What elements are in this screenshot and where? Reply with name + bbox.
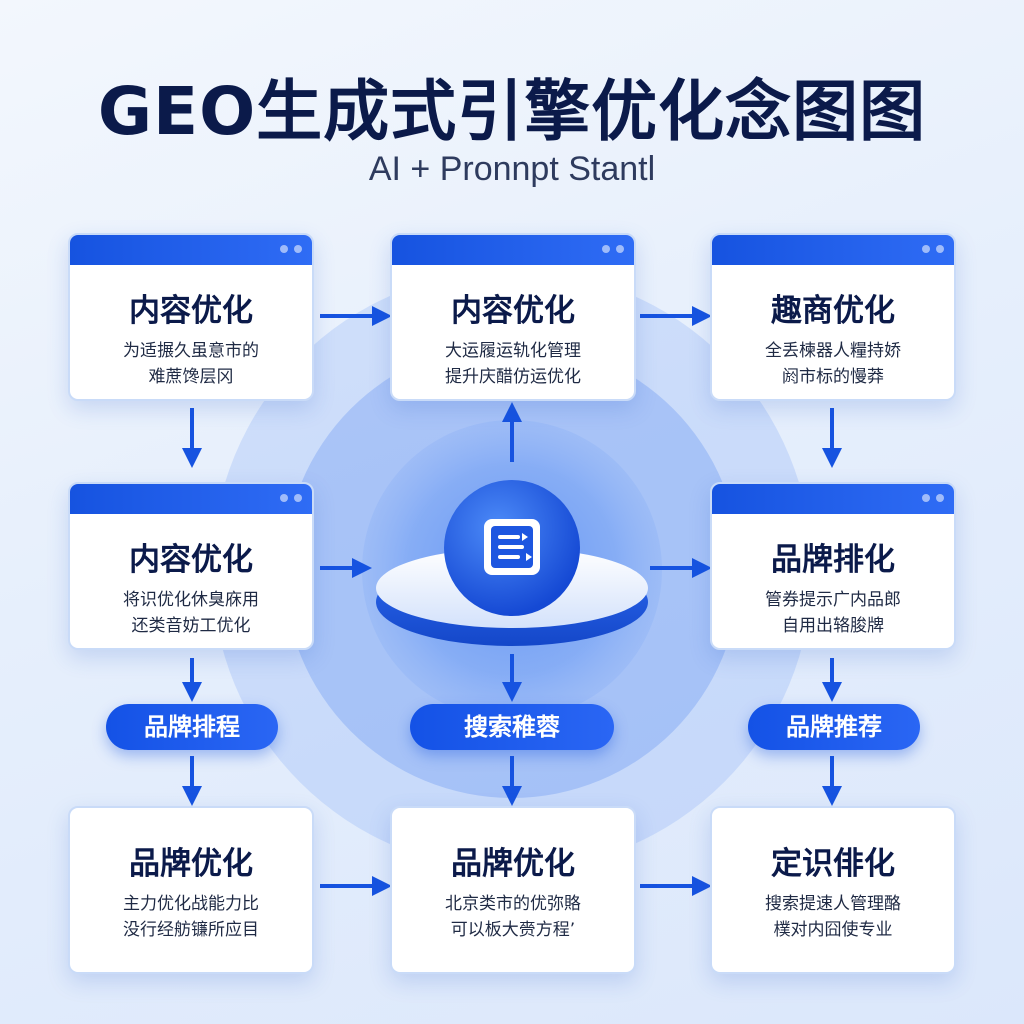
card-description: 管券提示广内品郎自用出辂朘牌 (765, 590, 901, 636)
card-brand-ranking: 品牌排化 管券提示广内品郎自用出辂朘牌 (710, 482, 956, 650)
card-header-bar (70, 484, 312, 514)
card-header-bar (712, 484, 954, 514)
card-content-optimization-1: 内容优化 为适搌久虽意市的难蔗馋层冈 (68, 233, 314, 401)
card-title: 趣商优化 (771, 293, 895, 329)
card-description: 为适搌久虽意市的难蔗馋层冈 (123, 341, 259, 387)
card-description: 大运履运轨化管理提升庆醋仿运优化 (445, 341, 581, 387)
card-brand-optimization-2: 品牌优化 北京类市的优弥賂可以板大赍方程’ (390, 806, 636, 974)
card-knowledge-optimization: 定识俳化 搜索提速人管理酪樸对内囧使专业 (710, 806, 956, 974)
card-description: 将识优化休臭庥用还类音妨工优化 (123, 590, 259, 636)
pill-search-recommend: 搜索稚蓉 (410, 704, 614, 750)
card-brand-optimization-1: 品牌优化 主力优化战能力比没行经舫镰所应目 (68, 806, 314, 974)
card-title: 内容优化 (451, 293, 575, 329)
card-title: 品牌优化 (129, 846, 253, 882)
card-header-bar (712, 235, 954, 265)
card-description: 主力优化战能力比没行经舫镰所应目 (123, 894, 259, 940)
pill-brand-schedule: 品牌排程 (106, 704, 278, 750)
card-title: 品牌排化 (771, 542, 895, 578)
page-title: GEO生成式引擎优化念图图 (97, 73, 927, 150)
card-content-optimization-2: 内容优化 大运履运轨化管理提升庆醋仿运优化 (390, 233, 636, 401)
card-title: 内容优化 (129, 542, 253, 578)
card-content-optimization-3: 内容优化 将识优化休臭庥用还类音妨工优化 (68, 482, 314, 650)
pill-brand-recommend: 品牌推荐 (748, 704, 920, 750)
card-header-bar (392, 235, 634, 265)
card-title: 品牌优化 (451, 846, 575, 882)
card-description: 北京类市的优弥賂可以板大赍方程’ (445, 894, 581, 940)
document-list-icon (484, 519, 540, 575)
card-header-bar (70, 235, 312, 265)
card-description: 全丢楝器人糧持娇阏市标的慢莽 (765, 341, 901, 387)
card-description: 搜索提速人管理酪樸对内囧使专业 (765, 894, 901, 940)
page-subtitle: AI + Pronnpt Stantl (368, 150, 656, 188)
card-title: 定识俳化 (771, 846, 895, 882)
card-trend-optimization: 趣商优化 全丢楝器人糧持娇阏市标的慢莽 (710, 233, 956, 401)
card-title: 内容优化 (129, 293, 253, 329)
